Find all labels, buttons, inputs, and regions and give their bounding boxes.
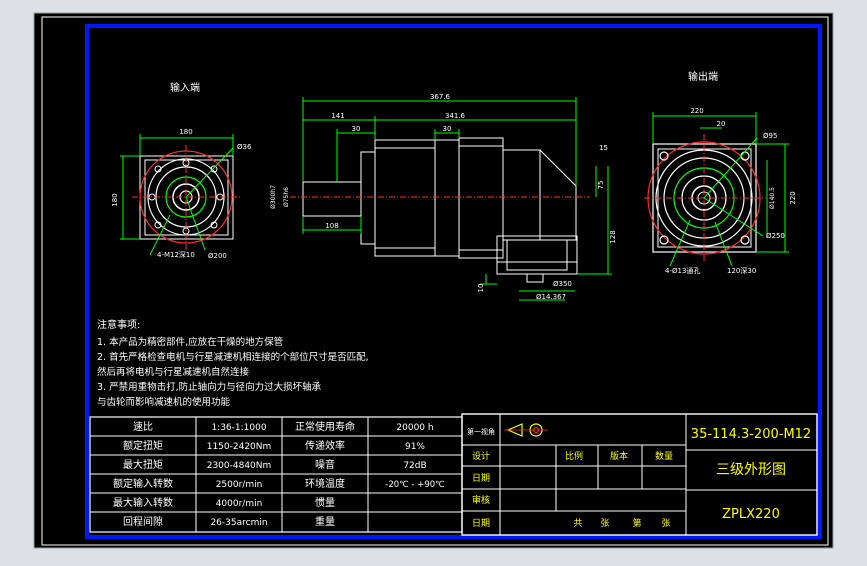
left-height-dim: 180 xyxy=(111,193,119,206)
drawing-canvas xyxy=(33,12,834,549)
side-pitch-dim: Ø350 xyxy=(553,280,572,288)
left-width-dim: 180 xyxy=(179,128,192,136)
spec-cell: 传递效率 xyxy=(305,439,345,452)
spec-cell: 速比 xyxy=(133,421,153,433)
version-label: 版本 xyxy=(610,450,628,462)
right-bolt-dim: 4-Ø13通孔 xyxy=(665,266,700,275)
sheet-total-label: 共 xyxy=(573,518,582,529)
date-label-1: 日期 xyxy=(472,473,490,484)
sheet-count: 共 张 第 张 xyxy=(573,517,670,529)
spec-cell: 20000 h xyxy=(396,423,433,433)
spec-cell: 重量 xyxy=(315,515,335,528)
side-30b-dim: 30 xyxy=(443,125,452,133)
left-circle-dim: Ø200 xyxy=(208,252,227,260)
side-flange-dim: 141 xyxy=(331,112,344,120)
spec-cell: 环境温度 xyxy=(305,477,345,490)
notes-title: 注意事项: xyxy=(97,318,140,331)
spec-row: 额定输入转数 2500r/min 环境温度 -20℃ - +90℃ xyxy=(113,477,445,490)
note-line-3: 然后再将电机与行星减速机自然连接 xyxy=(97,366,250,378)
spec-cell: 1:36-1:1000 xyxy=(211,423,266,433)
spec-row: 额定扭矩 1150-2420Nm 传递效率 91% xyxy=(123,439,425,452)
right-140-dim: Ø140.5 xyxy=(769,187,776,209)
spec-cell: 4000r/min xyxy=(216,499,263,509)
output-end-label: 输出端 xyxy=(688,70,718,83)
side-10-dim: 10 xyxy=(477,284,485,293)
right-width-dim: 220 xyxy=(690,107,703,115)
spec-cell: 91% xyxy=(405,442,425,452)
spec-row: 最大扭矩 2300-4840Nm 噪音 72dB xyxy=(123,458,427,471)
drawing-title: 三级外形图 xyxy=(716,462,786,478)
spec-cell: 回程间隙 xyxy=(123,515,163,528)
output-flange-view xyxy=(644,112,789,267)
spec-row: 回程间隙 26-35arcmin 重量 xyxy=(123,515,335,528)
design-label: 设计 xyxy=(472,450,490,462)
spec-cell: 1150-2420Nm xyxy=(207,442,272,452)
side-body-dim: 341.6 xyxy=(445,112,466,120)
side-75-dim: 75 xyxy=(597,181,605,190)
ratio-label: 比例 xyxy=(565,450,583,462)
sheet-unit-label-2: 张 xyxy=(661,518,670,529)
input-end-label: 输入端 xyxy=(170,81,200,94)
spec-row: 速比 1:36-1:1000 正常使用寿命 20000 h xyxy=(133,420,434,433)
right-height-dim: 220 xyxy=(789,191,797,204)
model-number: ZPLX220 xyxy=(722,507,780,522)
sheet-unit-label: 张 xyxy=(600,518,609,529)
side-128-dim: 128 xyxy=(609,230,617,243)
sheet-index-label: 第 xyxy=(632,517,641,529)
note-line-2: 2. 首先严格检查电机与行星减速机相连接的个部位尺寸是否匹配, xyxy=(97,351,369,363)
input-flange-view xyxy=(120,134,240,256)
side-elevation-view xyxy=(290,97,612,301)
spec-cell: 额定输入转数 xyxy=(113,477,173,490)
note-line-4: 3. 严禁用重物击打,防止轴向力与径向力过大损坏轴承 xyxy=(97,381,322,393)
side-15-dim: 15 xyxy=(599,144,608,152)
side-total-dim: 367.6 xyxy=(430,93,451,101)
right-base-dim: 120深30 xyxy=(727,266,756,275)
side-shaft-diameter-dim: Ø75h6 xyxy=(283,187,290,207)
side-30a-dim: 30 xyxy=(352,125,361,133)
spec-cell: 噪音 xyxy=(315,458,335,471)
outer-border-frame xyxy=(85,24,822,539)
spec-cell: 额定扭矩 xyxy=(123,439,163,452)
spec-table xyxy=(89,416,463,533)
spec-row: 最大输入转数 4000r/min 惯量 xyxy=(113,496,335,509)
spec-cell: 最大扭矩 xyxy=(123,458,163,471)
date-label-2: 日期 xyxy=(472,518,490,529)
review-label: 审核 xyxy=(472,494,490,506)
note-line-1: 1. 本产品为精密部件,应放在干燥的地方保管 xyxy=(97,336,283,348)
drawing-number: 35-114.3-200-M12 xyxy=(691,427,811,442)
spec-cell: 72dB xyxy=(403,461,426,471)
side-key-dim: Ø14.367 xyxy=(536,293,566,301)
right-outer-dim: Ø250 xyxy=(766,232,785,240)
spec-cell: 正常使用寿命 xyxy=(295,420,355,433)
left-bolt-dim: 4-M12深10 xyxy=(157,250,195,259)
right-20-dim: 20 xyxy=(717,120,726,128)
sheet-frame xyxy=(41,16,829,546)
spec-cell: 26-35arcmin xyxy=(210,518,267,528)
spec-cell: -20℃ - +90℃ xyxy=(385,480,445,490)
note-line-5: 与齿轮而影响减速机的使用功能 xyxy=(97,396,231,408)
left-pcd-dim: Ø36 xyxy=(237,143,252,151)
side-bore-dim: Ø300h7 xyxy=(270,185,277,209)
spec-cell: 惯量 xyxy=(315,496,335,509)
right-hole-dim: Ø95 xyxy=(763,132,777,140)
spec-cell: 最大输入转数 xyxy=(113,496,173,509)
quantity-label: 数量 xyxy=(655,450,673,462)
spec-cell: 2500r/min xyxy=(216,480,263,490)
spec-cell: 2300-4840Nm xyxy=(207,461,272,471)
title-block xyxy=(461,413,818,536)
technical-notes: 注意事项: 1. 本产品为精密部件,应放在干燥的地方保管 2. 首先严格检查电机… xyxy=(97,318,369,408)
side-shaft-length-dim: 108 xyxy=(325,222,338,230)
projection-label: 第一视角 xyxy=(467,427,495,436)
